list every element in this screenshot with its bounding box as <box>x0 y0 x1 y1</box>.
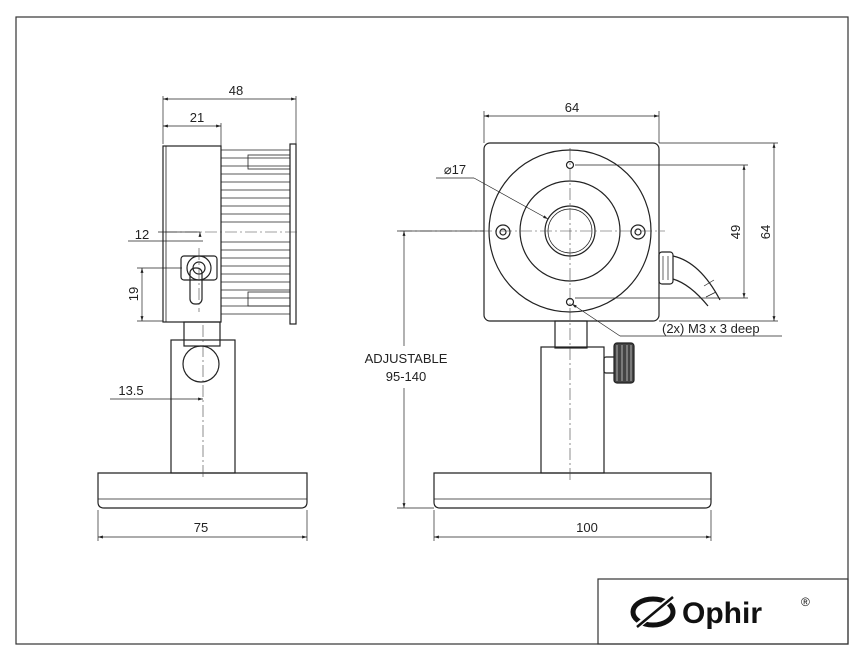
side-post-collar <box>183 321 221 347</box>
side-base <box>97 472 308 509</box>
front-dimensions <box>397 111 782 541</box>
side-post-clamp <box>182 345 220 383</box>
front-head-width-label: 64 <box>565 100 579 115</box>
side-post-offset-label: 13.5 <box>118 383 143 398</box>
logo-brand-text: Ophir <box>682 597 762 630</box>
side-back-plate <box>289 143 297 325</box>
ophir-logo-icon <box>630 593 676 630</box>
front-head-height-label: 64 <box>758 225 773 239</box>
side-head-housing <box>162 145 222 323</box>
front-hole-spacing-label: 49 <box>728 225 743 239</box>
front-post-collar <box>554 320 588 349</box>
front-clamp-knob <box>603 342 635 384</box>
front-view <box>433 142 721 509</box>
side-connector-offset-label: 19 <box>126 287 141 301</box>
side-aperture-offset-label: 12 <box>135 227 149 242</box>
side-head-depth-label: 21 <box>190 110 204 125</box>
front-screws <box>495 224 646 240</box>
front-aperture-diameter-label: ⌀17 <box>444 162 466 177</box>
logo-registered-mark: ® <box>801 595 810 609</box>
side-dimensions <box>97 96 308 541</box>
logo-box: Ophir ® <box>597 578 849 645</box>
front-cable <box>658 251 721 307</box>
front-base-width-label: 100 <box>576 520 598 535</box>
front-post <box>540 346 605 474</box>
front-mount-holes-note: (2x) M3 x 3 deep <box>662 321 760 336</box>
drawing-border <box>15 16 849 645</box>
side-overall-depth-label: 48 <box>229 83 243 98</box>
side-view <box>97 143 308 509</box>
front-height-label-line2: 95-140 <box>386 369 426 384</box>
front-base <box>433 472 712 509</box>
front-height-label-line1: ADJUSTABLE <box>365 351 448 366</box>
side-base-width-label: 75 <box>194 520 208 535</box>
